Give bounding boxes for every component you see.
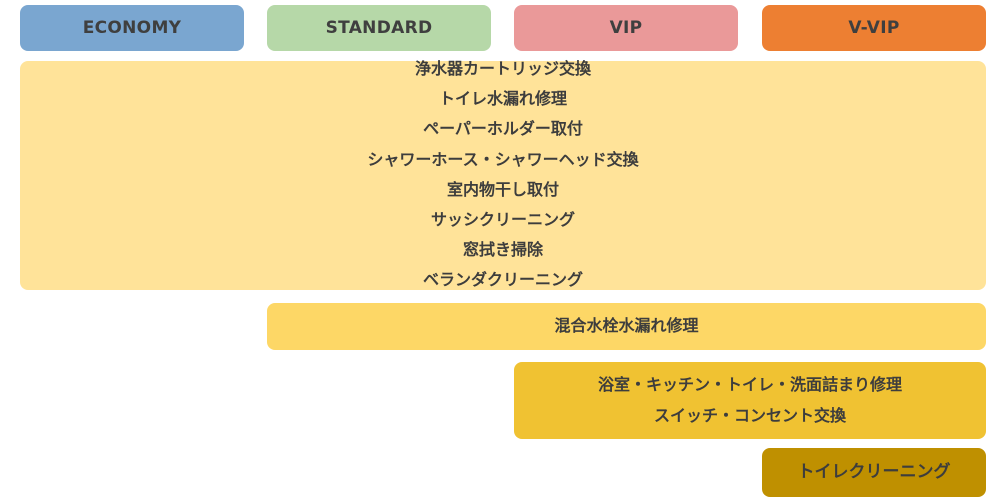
service-item: トイレクリーニング xyxy=(797,462,951,483)
tier-header-vip: VIP xyxy=(514,5,738,51)
service-item: 混合水栓水漏れ修理 xyxy=(554,316,699,336)
service-item: 室内物干し取付 xyxy=(446,179,559,199)
service-item: ベランダクリーニング xyxy=(422,270,583,290)
tier-label: V-VIP xyxy=(848,18,900,38)
tier-label: VIP xyxy=(609,18,643,38)
service-item: 窓拭き掃除 xyxy=(462,240,543,260)
services-vvip-only: トイレクリーニング xyxy=(762,448,986,497)
tier-header-standard: STANDARD xyxy=(267,5,491,51)
service-item: 浴室・キッチン・トイレ・洗面詰まり修理 xyxy=(597,375,902,395)
service-item: ペーパーホルダー取付 xyxy=(423,119,583,139)
tier-header-vvip: V-VIP xyxy=(762,5,986,51)
services-standard-and-up: 混合水栓水漏れ修理 xyxy=(267,303,986,350)
service-item: シャワーホース・シャワーヘッド交換 xyxy=(367,149,639,169)
services-all-tiers: 浄水器カートリッジ交換 トイレ水漏れ修理 ペーパーホルダー取付 シャワーホース・… xyxy=(20,59,986,290)
tier-label: ECONOMY xyxy=(82,18,182,38)
service-item: サッシクリーニング xyxy=(430,210,575,230)
service-item: スイッチ・コンセント交換 xyxy=(653,405,846,425)
service-item: 浄水器カートリッジ交換 xyxy=(414,59,591,78)
services-vip-and-up: 浴室・キッチン・トイレ・洗面詰まり修理 スイッチ・コンセント交換 xyxy=(514,362,986,439)
service-item: トイレ水漏れ修理 xyxy=(438,89,567,109)
tier-label: STANDARD xyxy=(325,18,433,38)
tier-header-economy: ECONOMY xyxy=(20,5,244,51)
